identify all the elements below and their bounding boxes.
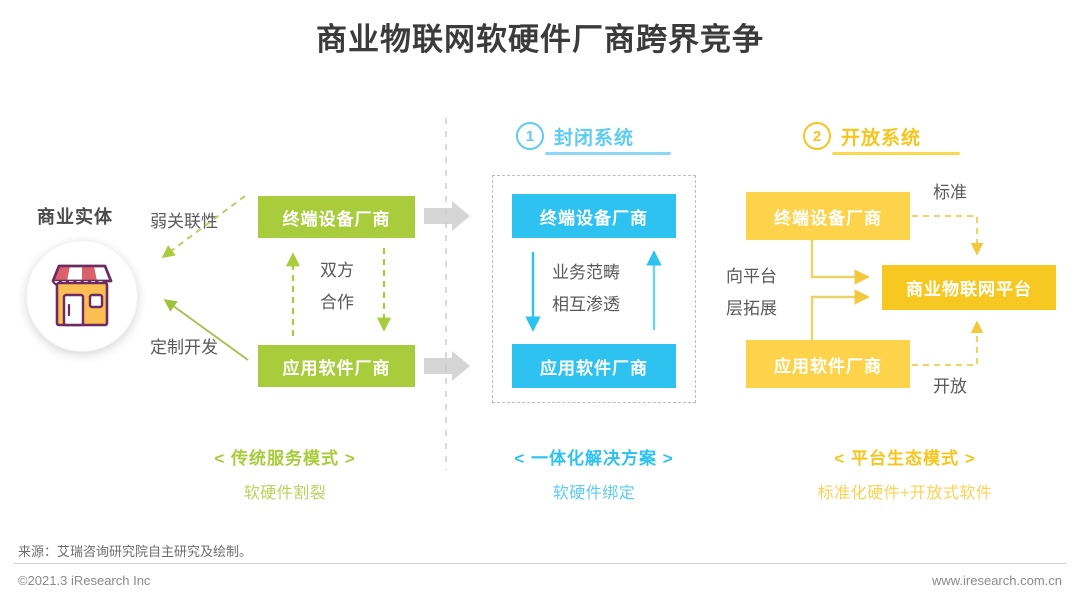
cooperation-label-line1: 双方 xyxy=(320,261,354,280)
open-label: 开放 xyxy=(933,377,967,396)
caption-integrated: < 一体化解决方案 > 软硬件绑定 xyxy=(454,444,734,503)
caption-platform: < 平台生态模式 > 标准化硬件+开放式软件 xyxy=(760,444,1050,503)
storefront-icon xyxy=(45,261,119,331)
closed-system-panel xyxy=(492,175,696,403)
right-box-software-vendor: 应用软件厂商 xyxy=(746,340,910,388)
connector-device-to-platform xyxy=(810,240,870,285)
caption-integrated-sub: 软硬件绑定 xyxy=(552,485,636,502)
section-badge-2: 2 xyxy=(803,122,831,150)
section-underline-2 xyxy=(832,152,960,155)
expand-to-platform-label-line2: 层拓展 xyxy=(726,299,777,318)
business-entity-avatar xyxy=(26,240,138,352)
business-entity-label: 商业实体 xyxy=(37,207,113,227)
weak-association-label: 弱关联性 xyxy=(150,212,218,231)
section-header-closed-system: 1 封闭系统 xyxy=(516,122,634,150)
section-underline-1 xyxy=(545,152,671,155)
section-title-closed-system: 封闭系统 xyxy=(554,127,635,149)
caption-integrated-title: < 一体化解决方案 > xyxy=(514,449,674,468)
section-badge-1: 1 xyxy=(516,122,544,150)
connector-standard-dashed xyxy=(912,215,984,256)
middle-box-device-vendor: 终端设备厂商 xyxy=(512,194,676,238)
business-scope-label-line2: 相互渗透 xyxy=(552,295,620,314)
source-note: 来源：艾瑞咨询研究院自主研究及绘制。 xyxy=(18,544,253,559)
expand-to-platform-label-line1: 向平台 xyxy=(726,267,777,286)
transition-arrow-bottom xyxy=(424,351,470,381)
right-box-iot-platform: 商业物联网平台 xyxy=(882,265,1056,310)
middle-box-software-vendor: 应用软件厂商 xyxy=(512,344,676,388)
caption-platform-sub: 标准化硬件+开放式软件 xyxy=(817,485,993,502)
caption-platform-title: < 平台生态模式 > xyxy=(834,449,976,468)
website-text: www.iresearch.com.cn xyxy=(931,573,1062,588)
page-title: 商业物联网软硬件厂商跨界竞争 xyxy=(316,22,764,57)
right-box-device-vendor: 终端设备厂商 xyxy=(746,192,910,240)
business-scope-label-line1: 业务范畴 xyxy=(552,263,620,282)
caption-traditional-sub: 软硬件割裂 xyxy=(243,485,327,502)
left-box-device-vendor: 终端设备厂商 xyxy=(258,196,415,238)
cooperation-label-line2: 合作 xyxy=(320,293,354,312)
connector-software-to-platform xyxy=(810,289,870,340)
left-box-software-vendor: 应用软件厂商 xyxy=(258,345,415,387)
standard-label: 标准 xyxy=(933,183,967,202)
caption-traditional: < 传统服务模式 > 软硬件割裂 xyxy=(145,444,425,503)
connector-open-dashed xyxy=(912,320,984,366)
section-title-open-system: 开放系统 xyxy=(841,127,922,149)
footer-divider xyxy=(14,563,1066,564)
section-header-open-system: 2 开放系统 xyxy=(803,122,921,150)
custom-development-label: 定制开发 xyxy=(150,338,218,357)
transition-arrow-top xyxy=(424,201,470,231)
caption-traditional-title: < 传统服务模式 > xyxy=(214,449,356,468)
copyright-text: ©2021.3 iResearch Inc xyxy=(18,573,151,588)
